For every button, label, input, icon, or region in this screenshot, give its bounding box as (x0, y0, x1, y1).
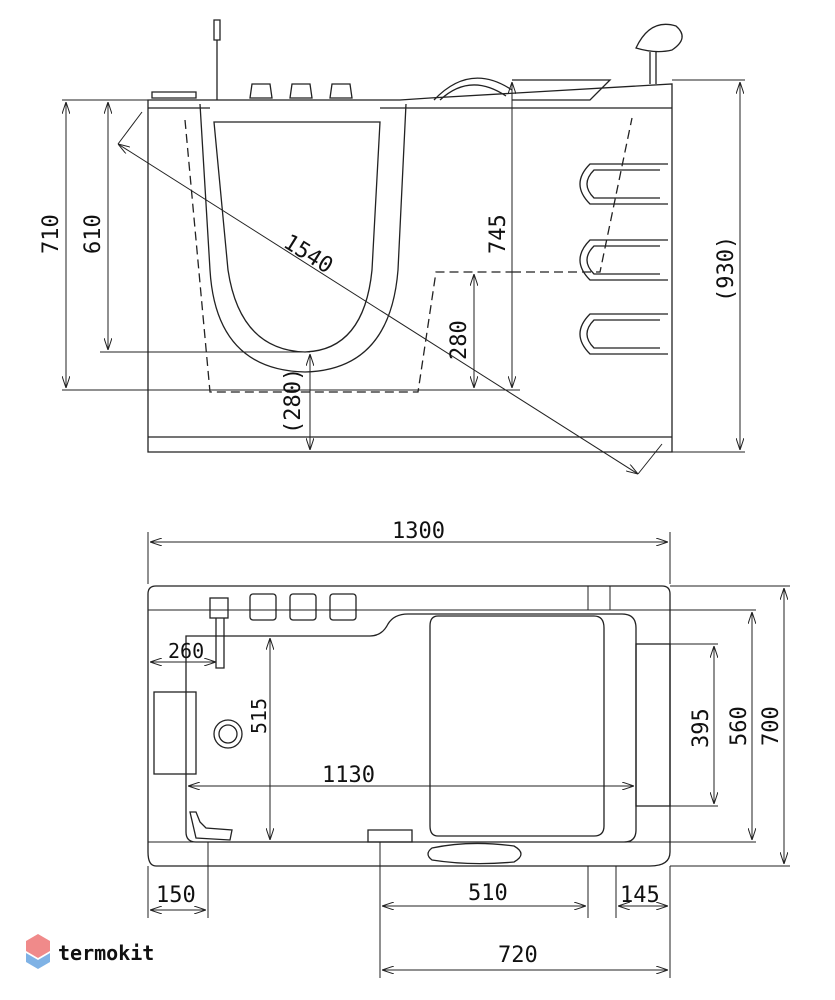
side-hand-shower (213, 19, 221, 100)
top-tub-outline (147, 585, 671, 867)
dim-label-930: (930) (714, 236, 739, 302)
dim-label-710: 710 (39, 214, 64, 254)
side-pillow-top (512, 79, 612, 101)
top-knob-3 (329, 593, 357, 621)
top-drain (213, 719, 243, 749)
dim-label-1540: 1540 (279, 230, 337, 279)
dim-label-610: 610 (81, 214, 106, 254)
dim-label-510: 510 (468, 881, 508, 906)
top-door-hinge (367, 829, 413, 843)
top-knob-2 (289, 593, 317, 621)
logo-icon-top (26, 934, 50, 958)
dim-label-260: 260 (168, 639, 204, 663)
dim-label-1300: 1300 (392, 519, 445, 544)
top-view (147, 532, 790, 978)
dim-label-720: 720 (498, 943, 538, 968)
top-basin (185, 613, 637, 843)
dim-label-700: 700 (759, 706, 784, 746)
dim-label-560: 560 (727, 706, 752, 746)
top-step-handle (427, 842, 522, 865)
side-view (62, 19, 745, 474)
side-jet-2 (579, 239, 668, 281)
dim-label-1130: 1130 (322, 763, 375, 788)
side-view-labels: 710 610 1540 745 (930) 280 (280) (39, 214, 739, 434)
side-jet-1 (579, 163, 668, 205)
dim-label-395: 395 (689, 708, 714, 748)
side-backrest-dashed (512, 117, 633, 273)
top-knob-1 (249, 593, 277, 621)
dim-line-1540 (118, 144, 638, 474)
top-hand-shower (209, 597, 229, 619)
side-jet-3 (579, 313, 668, 355)
top-pillow (635, 643, 671, 807)
side-grab-handle (433, 77, 513, 101)
dim-label-280-ref: (280) (281, 368, 306, 434)
termokit-logo: termokit (26, 934, 154, 969)
dim-label-280: 280 (447, 320, 472, 360)
top-view-labels: 1300 260 515 1130 395 560 700 150 510 14… (156, 519, 784, 968)
dim-label-515: 515 (247, 698, 271, 734)
side-spout (151, 91, 197, 99)
dim-label-145: 145 (620, 883, 660, 908)
top-door-latch (189, 811, 233, 841)
top-side-panel (153, 691, 197, 775)
side-headrest (635, 23, 683, 84)
side-knob-3 (329, 83, 353, 99)
side-knob-2 (289, 83, 313, 99)
dim-label-150: 150 (156, 883, 196, 908)
side-tub-body (147, 83, 673, 453)
brand-name: termokit (58, 941, 154, 965)
top-door-seat (429, 615, 605, 837)
side-knob-1 (249, 83, 273, 99)
dim-label-745: 745 (486, 214, 511, 254)
logo-icon-bottom (26, 953, 50, 969)
